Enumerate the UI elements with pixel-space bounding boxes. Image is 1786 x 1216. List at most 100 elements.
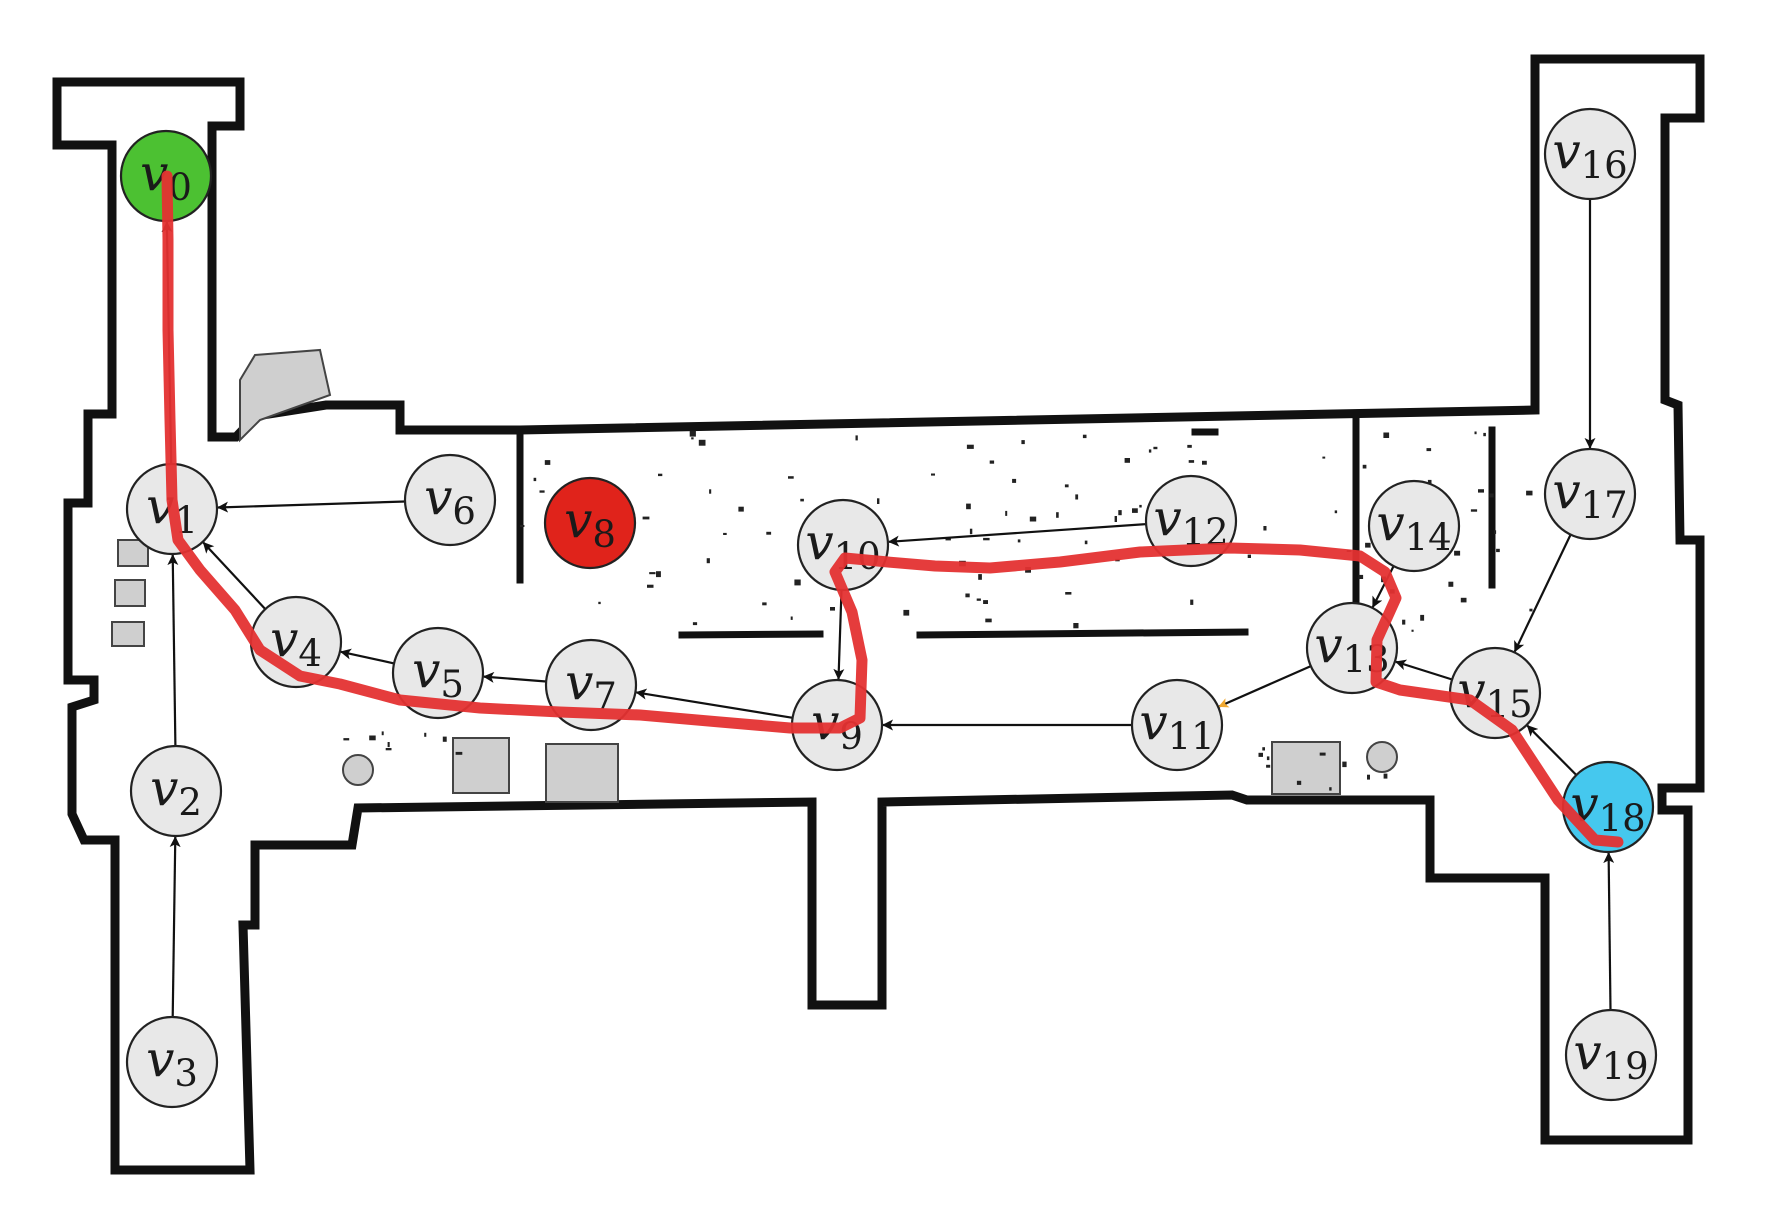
node-v11: v11	[1130, 678, 1224, 772]
node-label-subscript: 3	[174, 1052, 198, 1095]
map-speck	[965, 593, 970, 598]
node-label: v16	[1552, 122, 1627, 187]
map-speck	[1266, 764, 1271, 768]
map-speck	[983, 537, 990, 541]
map-speck	[762, 602, 767, 606]
route-v18-to-v0	[161, 170, 1624, 848]
map-speck	[455, 751, 463, 755]
map-speck	[794, 579, 801, 586]
map-speck	[1082, 434, 1087, 439]
edge-v3-to-v2	[169, 836, 181, 1018]
map-speck	[381, 731, 384, 736]
node-label: v3	[146, 1030, 198, 1095]
node-label-base: v	[1552, 462, 1580, 520]
node-label-base: v	[412, 641, 440, 699]
node-label-base: v	[565, 653, 593, 711]
map-speck	[539, 490, 545, 493]
map-speck	[1021, 440, 1025, 445]
node-label-base: v	[1376, 494, 1404, 552]
map-speck	[989, 460, 995, 464]
map-speck	[877, 498, 880, 504]
node-label-subscript: 5	[440, 663, 464, 706]
node-v2: v2	[129, 744, 223, 838]
map-speck	[1012, 478, 1017, 483]
node-label-subscript: 2	[178, 781, 202, 824]
node-v19: v19	[1564, 1008, 1658, 1102]
node-v6: v6	[403, 453, 497, 547]
node-label: v11	[1139, 693, 1214, 758]
map-speck	[766, 531, 772, 535]
map-speck	[1247, 554, 1251, 558]
map-speck	[1187, 444, 1192, 448]
map-speck	[985, 618, 992, 623]
map-speck	[709, 489, 712, 494]
node-label-base: v	[1314, 616, 1342, 674]
node-label: v17	[1552, 462, 1627, 527]
map-speck	[983, 600, 988, 604]
map-speck	[1029, 516, 1037, 522]
map-speck	[723, 532, 727, 535]
map-speck	[1056, 512, 1059, 518]
map-speck	[1460, 597, 1467, 603]
map-speck	[855, 435, 858, 441]
map-speck	[1266, 756, 1270, 761]
node-label-subscript: 16	[1581, 144, 1628, 187]
edge-v10-to-v9	[833, 589, 845, 680]
map-speck	[1065, 592, 1072, 595]
map-speck	[1334, 510, 1338, 514]
node-label: v14	[1376, 494, 1451, 559]
node-label: v2	[150, 759, 202, 824]
node-v5: v5	[391, 626, 485, 720]
node-label-subscript: 0	[168, 166, 192, 209]
node-circle	[1564, 1008, 1658, 1102]
map-speck	[1262, 747, 1265, 751]
node-circle	[1367, 479, 1461, 573]
node-label-base: v	[564, 491, 592, 549]
map-speck	[1005, 510, 1008, 516]
map-speck	[976, 598, 981, 601]
map-speck	[691, 437, 694, 440]
node-label: v19	[1573, 1023, 1648, 1088]
map-speck	[649, 572, 656, 575]
node-v8: v8	[543, 476, 637, 570]
map-speck	[1064, 484, 1069, 488]
map-speck	[1258, 752, 1263, 757]
edge-v6-to-v1	[217, 500, 406, 513]
map-speck	[1296, 780, 1302, 785]
node-circle	[543, 476, 637, 570]
node-circle	[125, 1015, 219, 1109]
obstacle	[111, 621, 145, 647]
node-label-base: v	[146, 1030, 174, 1088]
node-label-subscript: 13	[1343, 638, 1390, 681]
edge-v13-to-v11	[1218, 665, 1312, 708]
map-speck	[385, 748, 392, 751]
map-speck	[1124, 458, 1130, 463]
node-label: v6	[424, 468, 476, 533]
node-label-subscript: 8	[592, 513, 616, 556]
map-speck	[520, 525, 525, 527]
node-v3: v3	[125, 1015, 219, 1109]
map-speck	[1411, 629, 1414, 632]
node-label-subscript: 4	[298, 632, 322, 675]
map-speck	[945, 537, 951, 541]
map-speck	[931, 473, 935, 476]
node-label-base: v	[1153, 489, 1181, 547]
obstacle	[342, 754, 374, 786]
node-label: v7	[565, 653, 617, 718]
obstacle	[452, 737, 510, 794]
node-v14: v14	[1367, 479, 1461, 573]
node-label-subscript: 6	[452, 490, 476, 533]
map-speck	[424, 732, 427, 737]
node-v15: v15	[1448, 646, 1542, 740]
map-speck	[1322, 456, 1326, 459]
map-speck	[1118, 510, 1122, 516]
node-circle	[129, 744, 223, 838]
map-speck	[1132, 508, 1138, 513]
node-circle	[1543, 447, 1637, 541]
map-speck	[442, 736, 447, 742]
node-label: v9	[811, 693, 863, 758]
map-speck	[692, 622, 698, 626]
node-label-base: v	[1552, 122, 1580, 180]
